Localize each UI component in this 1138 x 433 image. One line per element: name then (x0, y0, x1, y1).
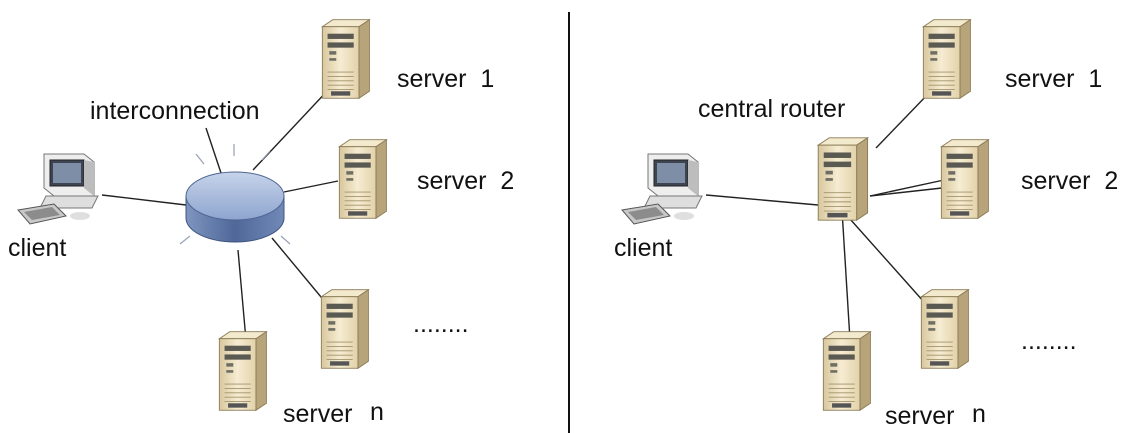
right-link-router-server1 (875, 91, 931, 149)
right-server2-label: server 2 (1021, 167, 1118, 195)
right-client-label: client (614, 234, 672, 262)
right-client-computer-icon (621, 153, 703, 225)
left-link-client-hub (101, 194, 187, 206)
left-client-computer-icon (17, 153, 99, 225)
right-server1-label: server 1 (1005, 65, 1102, 93)
left-server2-server-tower-icon (338, 139, 387, 219)
left-server1-label: server 1 (397, 65, 494, 93)
right-panel: central router client server 1 server 2 … (614, 19, 1118, 430)
left-link-hub-servern (237, 249, 247, 341)
left-client-label: client (8, 234, 66, 262)
right-link-router-server2b (869, 187, 943, 197)
right-servern-label: server (885, 402, 954, 430)
left-servern-suffix: n (370, 398, 384, 426)
right-router-label: central router (698, 95, 845, 123)
left-link-hub-server3 (271, 237, 327, 304)
right-ellipsis-label: ........ (1021, 327, 1077, 355)
right-server1-server-tower-icon (922, 19, 971, 99)
right-link-client-router (705, 194, 819, 206)
right-link-router-servern (841, 209, 851, 341)
right-servern-server-tower-icon (822, 331, 871, 411)
right-server3-server-tower-icon (920, 289, 969, 369)
left-hub-label: interconnection (90, 97, 260, 125)
left-panel: interconnection client server 1 server 2… (8, 19, 514, 428)
left-ellipsis-label: ........ (413, 310, 469, 338)
left-server1-server-tower-icon (321, 19, 370, 99)
left-servern-label: server (283, 400, 352, 428)
right-server2-server-tower-icon (940, 139, 989, 219)
right-link-router-server2 (869, 179, 945, 197)
left-server2-label: server 2 (417, 167, 514, 195)
interconnection-hub-icon (179, 144, 291, 245)
right-servern-suffix: n (972, 400, 986, 428)
left-server3-server-tower-icon (320, 289, 369, 369)
left-servern-server-tower-icon (218, 331, 267, 411)
central-router-server-tower-icon (817, 137, 869, 221)
left-link-hub-server2 (283, 180, 339, 193)
right-link-router-server3 (841, 209, 925, 303)
